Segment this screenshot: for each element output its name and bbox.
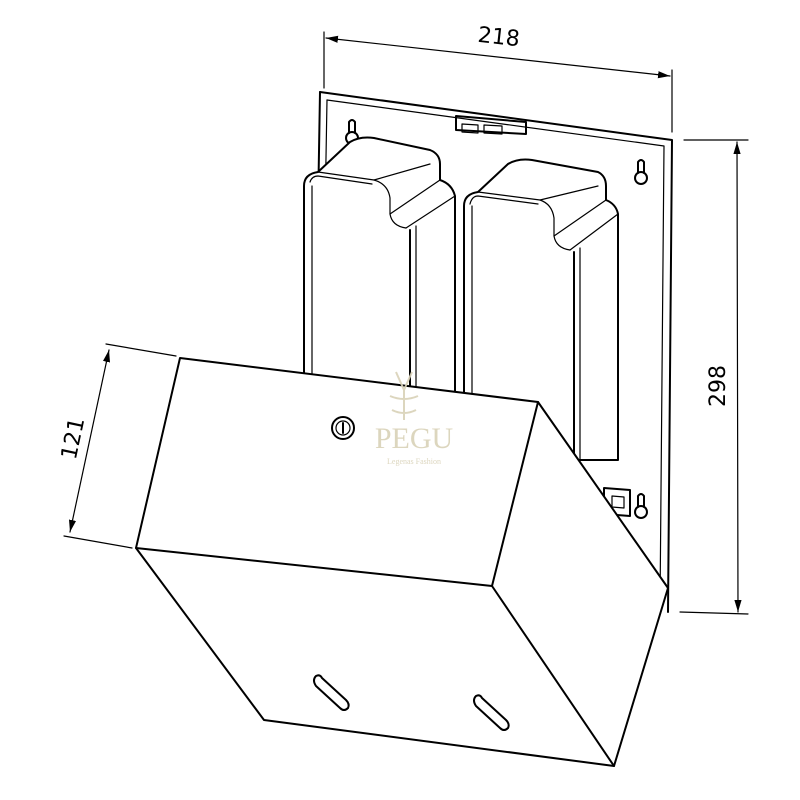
right-roll-housing xyxy=(463,158,619,461)
height-dimension: 298 xyxy=(679,139,749,615)
depth-label: 121 xyxy=(57,416,90,462)
top-bracket xyxy=(455,115,527,135)
watermark-brand: PEGU xyxy=(375,422,454,455)
dispensing-slot-right xyxy=(473,694,510,731)
keyhole-slot-bottom-right xyxy=(634,493,648,519)
width-label: 218 xyxy=(476,23,520,52)
front-cover xyxy=(135,357,669,767)
watermark: PEGU Legenas Fashion xyxy=(375,371,454,466)
dispensing-slot-left xyxy=(313,674,350,711)
keyhole-slot-top-right xyxy=(634,159,648,185)
left-roll-housing xyxy=(303,136,456,393)
watermark-logo xyxy=(389,371,419,420)
watermark-tagline: Legenas Fashion xyxy=(387,457,441,466)
width-dimension: 218 xyxy=(323,23,673,133)
height-label: 298 xyxy=(706,365,731,407)
lock-icon xyxy=(331,416,355,440)
